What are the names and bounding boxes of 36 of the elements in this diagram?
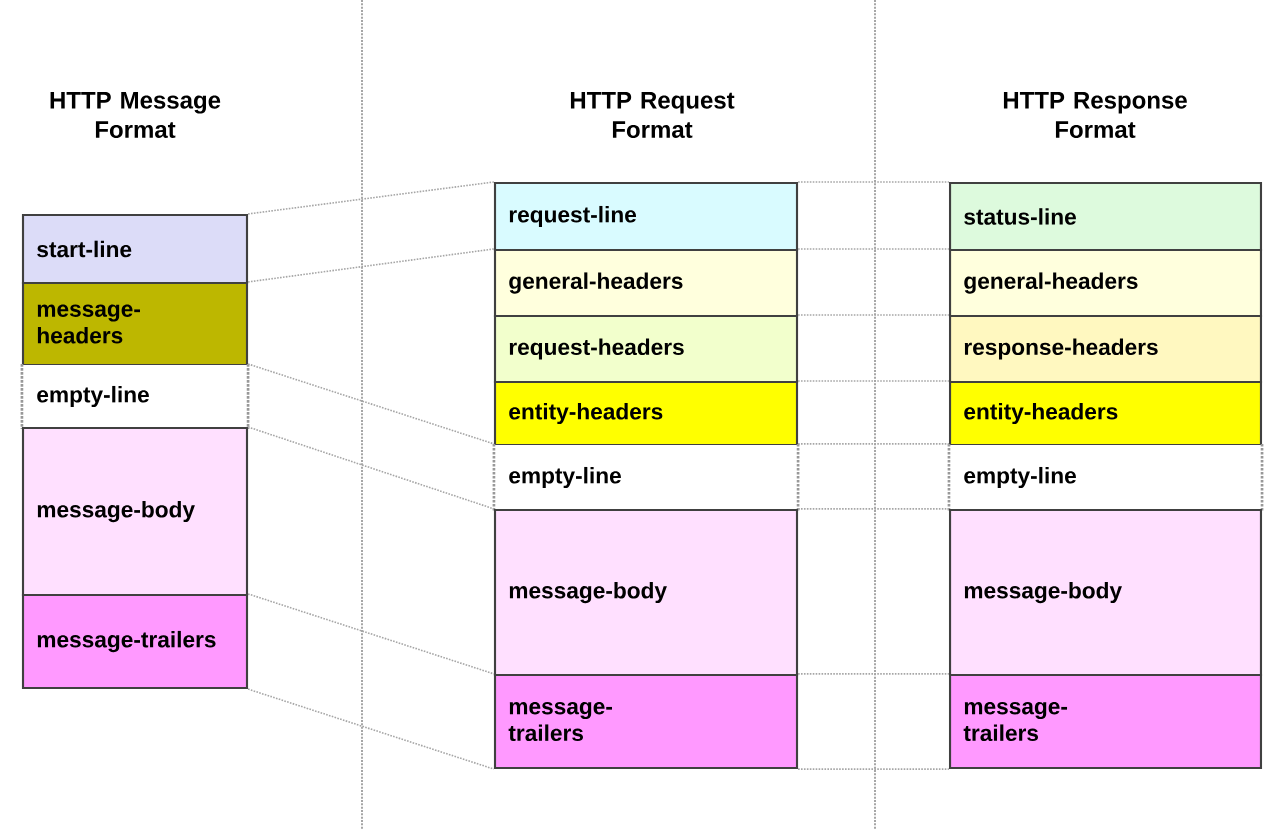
connector-line xyxy=(797,181,950,183)
connector-line xyxy=(797,443,950,445)
empty-line-box: empty-line xyxy=(492,442,800,513)
connector-line xyxy=(797,508,950,510)
field-box: request-headers xyxy=(493,314,799,384)
field-box: entity-headers xyxy=(948,380,1263,447)
connector-line xyxy=(247,426,495,510)
connector-line xyxy=(797,248,950,250)
field-box: entity-headers xyxy=(493,380,799,447)
connector-line xyxy=(247,688,495,770)
column-heading: HTTP Request Format xyxy=(570,91,735,139)
field-box: general-headers xyxy=(493,248,799,318)
connector-line xyxy=(247,593,495,675)
field-box: message-trailers xyxy=(21,593,249,690)
field-box: message-body xyxy=(493,508,799,677)
connector-line xyxy=(247,181,495,215)
connector-line xyxy=(797,768,950,770)
field-box: response-headers xyxy=(948,314,1263,384)
field-box: message-body xyxy=(948,508,1263,677)
connector-line xyxy=(247,248,495,283)
field-box: start-line xyxy=(21,213,249,285)
column-heading: HTTP Message Format xyxy=(50,91,221,139)
column-heading: HTTP Response Format xyxy=(1003,91,1187,139)
field-box: status-line xyxy=(948,181,1263,252)
connector-line xyxy=(797,380,950,382)
field-box: general-headers xyxy=(948,248,1263,318)
empty-line-box: empty-line xyxy=(947,442,1264,513)
field-box: message-trailers xyxy=(948,673,1263,770)
connector-line xyxy=(797,673,950,675)
field-box: message-body xyxy=(21,426,249,597)
field-box: message-trailers xyxy=(493,673,799,770)
connector-line xyxy=(797,314,950,316)
field-box: request-line xyxy=(493,181,799,252)
field-box: message-headers xyxy=(21,281,249,367)
connector-line xyxy=(247,363,495,445)
empty-line-box: empty-line xyxy=(20,362,250,431)
